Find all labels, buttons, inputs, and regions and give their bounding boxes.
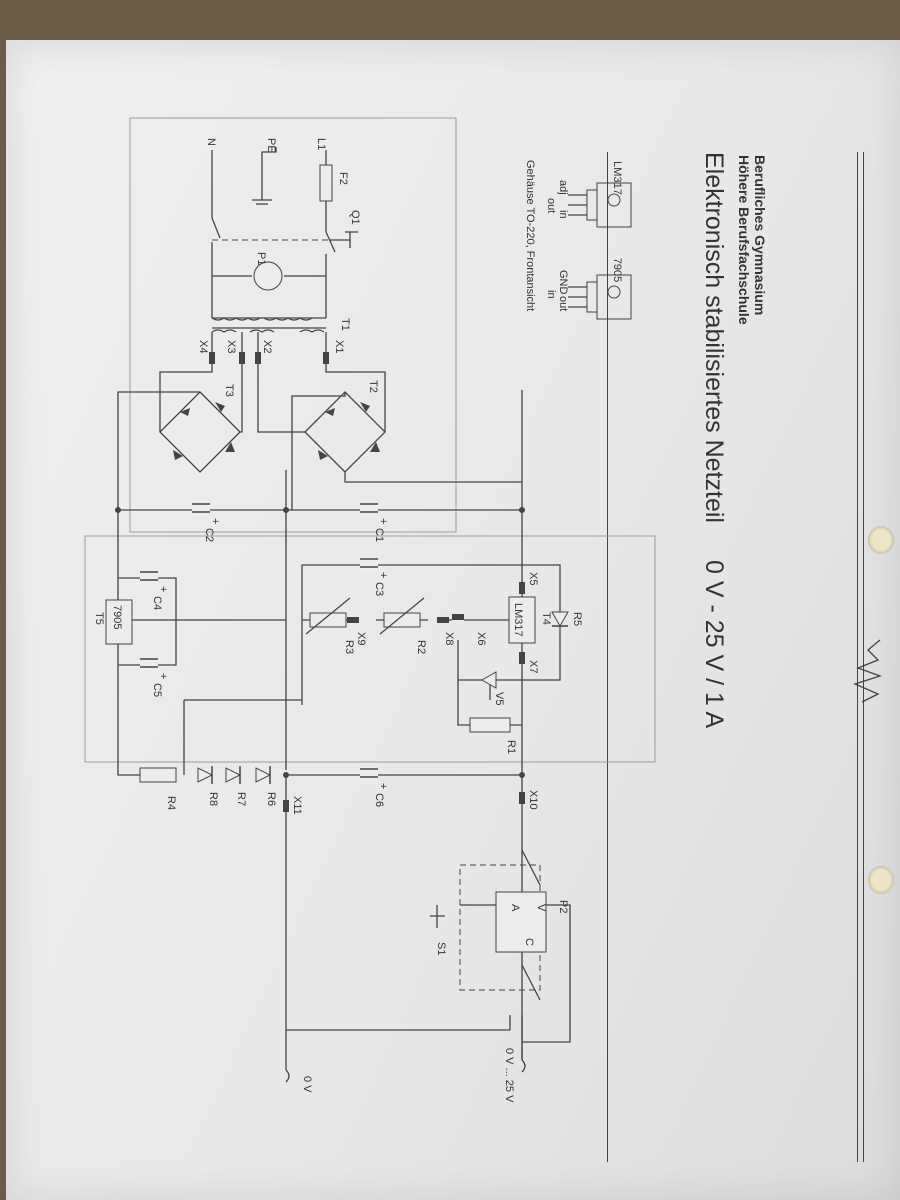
regulator-t5: 7905 T5 — [93, 577, 286, 776]
capacitor-c2: + C2 — [192, 502, 221, 542]
diode-r5: R5 — [522, 564, 583, 681]
label-c5-plus: + — [157, 673, 169, 679]
7905-pin-in: in — [545, 290, 557, 299]
label-t5: T5 — [93, 612, 105, 625]
label-t3: T3 — [223, 384, 235, 397]
label-c3-plus: + — [377, 572, 389, 578]
label-x4: X4 — [197, 340, 209, 353]
label-q1: Q1 — [349, 210, 361, 225]
diodes-r6-r8: R6 R7 R8 — [197, 766, 277, 806]
label-x6: X6 — [475, 632, 487, 645]
lm317-pin-out: out — [545, 198, 557, 213]
label-t4: T4 — [540, 612, 552, 625]
label-c2: C2 — [203, 528, 215, 542]
label-p2-v: V — [535, 904, 547, 912]
7905-package-name: 7905 — [611, 258, 623, 282]
label-r5: R5 — [571, 612, 583, 626]
label-c6-plus: + — [377, 783, 389, 789]
potentiometer-r3: X9 R3 — [302, 597, 367, 654]
label-c1: C1 — [373, 528, 385, 542]
rectifier-t2: T2 — [257, 364, 386, 510]
label-p2: P2 — [557, 900, 569, 913]
label-t2: T2 — [367, 380, 379, 393]
label-x8: X8 — [443, 632, 455, 645]
punch-hole-bottom — [868, 866, 894, 894]
label-r4: R4 — [165, 796, 177, 810]
regulator-t4: LM317 T4 X5 X7 X6 — [452, 572, 552, 673]
switch-s1: S1 — [430, 849, 541, 1060]
label-c3: C3 — [373, 582, 385, 596]
label-c6: C6 — [373, 793, 385, 807]
7905-package: 7905 GND out in — [545, 258, 632, 320]
label-out-zero: 0 V — [301, 1076, 313, 1093]
label-r2: R2 — [415, 640, 427, 654]
capacitor-c5: + C5 — [140, 657, 169, 697]
label-c1-plus: + — [377, 518, 389, 524]
label-t5-part: 7905 — [111, 605, 123, 629]
fuse-f2 — [319, 164, 333, 202]
label-x3: X3 — [225, 340, 237, 353]
potentiometer-r2: X8 R2 — [376, 597, 455, 654]
label-r7: R7 — [235, 792, 247, 806]
lm317-pin-in: in — [557, 210, 569, 219]
rectifier-t3: T3 — [117, 364, 243, 580]
label-s1: S1 — [435, 942, 447, 955]
label-x11: X11 — [291, 796, 303, 815]
terminal-x10 — [519, 792, 525, 804]
label-l1: L1 — [315, 138, 327, 150]
package-caption: Gehäuse TO-220, Frontansicht — [524, 160, 536, 311]
label-c4: C4 — [151, 596, 163, 610]
mains-input: L1 F2 Q1 PE N P1 — [205, 138, 361, 318]
label-r6: R6 — [265, 792, 277, 806]
capacitor-c1: + C1 — [360, 502, 389, 542]
label-p2-c: C — [523, 938, 535, 946]
label-x10: X10 — [527, 790, 539, 810]
label-n: N — [205, 138, 217, 146]
output-zero-terminal — [285, 1069, 290, 1083]
label-p2-a: A — [509, 904, 521, 912]
label-f2: F2 — [337, 172, 349, 185]
label-x9: X9 — [355, 632, 367, 645]
diode-v5: V5 — [458, 671, 522, 705]
lm317-package-name: LM317 — [611, 161, 623, 195]
capacitor-c3: + C3 — [301, 557, 522, 705]
label-t1: T1 — [339, 318, 351, 331]
label-p1: P1 — [255, 252, 267, 265]
rectifier-t2-output — [344, 472, 522, 483]
label-v5: V5 — [493, 692, 505, 705]
label-x7: X7 — [527, 660, 539, 673]
capacitor-c4: + C4 — [140, 570, 169, 610]
label-t4-part: LM317 — [512, 603, 524, 637]
label-c5: C5 — [151, 683, 163, 697]
signature-mark — [853, 639, 883, 703]
meter-p2: P2 V A C — [460, 891, 571, 1043]
resistor-r4: R4 — [139, 767, 177, 810]
label-c4-plus: + — [157, 586, 169, 592]
mains-section-frame — [129, 117, 457, 533]
lm317-pin-adj: adj — [557, 180, 569, 195]
label-r3: R3 — [343, 640, 355, 654]
regulator-section-frame — [84, 535, 656, 763]
output-pos-terminal — [521, 1059, 526, 1073]
label-r1: R1 — [505, 740, 517, 754]
punch-hole-top — [868, 526, 894, 554]
label-pe: PE — [265, 138, 277, 153]
label-r8: R8 — [207, 792, 219, 806]
label-out-positive: 0 V ... 25 V — [503, 1048, 515, 1103]
lm317-package: LM317 adj out in — [545, 161, 632, 228]
label-x2: X2 — [261, 340, 273, 353]
7905-pin-out: out — [557, 296, 569, 311]
capacitor-c6: + C6 — [360, 767, 389, 807]
7905-pin-gnd: GND — [557, 270, 569, 295]
label-x5: X5 — [527, 572, 539, 585]
transformer-t1: T1 X1 X2 X3 X4 — [197, 317, 351, 364]
resistor-r1: R1 — [457, 640, 522, 754]
label-c2-plus: + — [209, 518, 221, 524]
label-x1: X1 — [333, 340, 345, 353]
pilot-lamp-p1 — [253, 261, 283, 291]
